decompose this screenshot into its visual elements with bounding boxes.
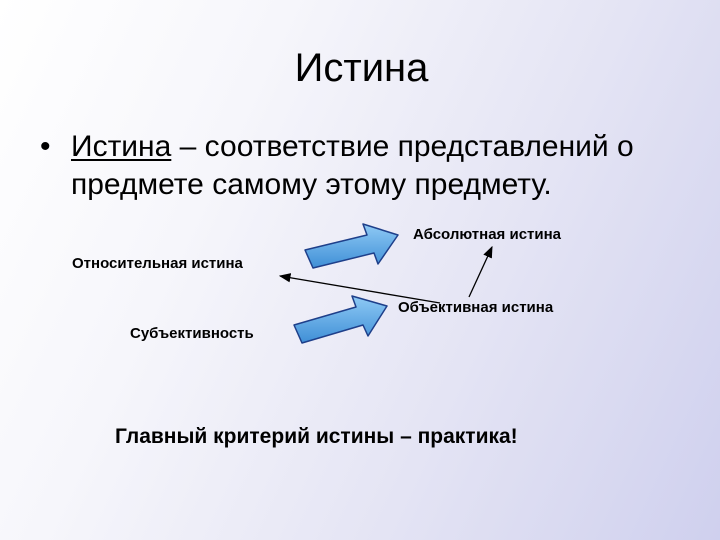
label-relative-truth: Относительная истина	[72, 255, 243, 272]
main-criterion-statement: Главный критерий истины – практика!	[115, 425, 518, 448]
bullet-icon: •	[40, 130, 51, 163]
link-objective-to-absolute-icon	[468, 245, 493, 298]
defined-term: Истина	[71, 130, 172, 163]
slide-title: Истина	[294, 46, 429, 90]
link-objective-to-relative-icon	[278, 273, 441, 304]
label-objective-truth: Объективная истина	[398, 299, 554, 316]
label-absolute-truth: Абсолютная истина	[413, 226, 562, 243]
label-subjectivity: Субъективность	[130, 325, 254, 342]
block-arrow-upper-icon	[304, 223, 399, 269]
definition-body: – соответствие представлений о предмете …	[71, 130, 634, 201]
block-arrow-lower-icon	[293, 295, 388, 344]
definition-text: Истина – соответствие представлений о пр…	[71, 128, 691, 204]
